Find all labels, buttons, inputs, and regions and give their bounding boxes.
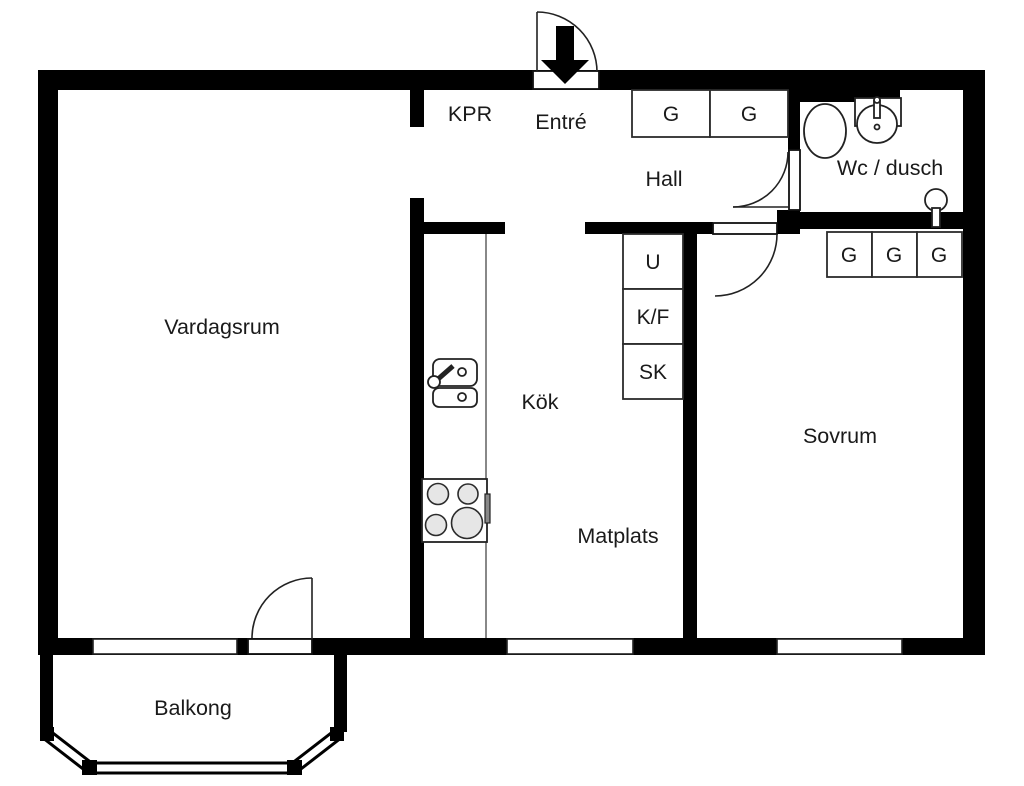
door-swings xyxy=(251,11,789,639)
balcony-door-sill xyxy=(247,638,313,655)
inner-walls xyxy=(410,90,963,638)
wc-door-swing xyxy=(732,151,789,208)
kitchen-top-wall xyxy=(410,222,505,234)
wardrobe-label-hall-1: G xyxy=(663,103,679,126)
entrance-door-swing xyxy=(536,11,598,73)
entrance-arrow-icon xyxy=(541,26,589,84)
windows-and-sills xyxy=(92,70,903,655)
cabinets xyxy=(622,89,963,400)
room-label-wc-dusch: Wc / dusch xyxy=(837,156,943,180)
balcony-wall-left xyxy=(40,655,53,732)
balcony-wall-right xyxy=(334,655,347,732)
room-label-matplats: Matplats xyxy=(577,524,658,548)
outer-wall-right xyxy=(963,70,985,655)
shower-mixer-icon xyxy=(924,188,948,228)
room-label-balkong: Balkong xyxy=(154,696,232,720)
room-label-entre: Entré xyxy=(535,110,586,134)
wardrobe-label-bedroom-1: G xyxy=(841,244,857,267)
wardrobe-label-hall-2: G xyxy=(741,103,757,126)
room-label-vardagsrum: Vardagsrum xyxy=(164,315,280,339)
wardrobe-label-bedroom-3: G xyxy=(931,244,947,267)
kitchen-unit-label-sk: SK xyxy=(639,361,667,384)
wardrobe-hall-2 xyxy=(709,89,789,138)
wardrobe-label-bedroom-2: G xyxy=(886,244,902,267)
wc-thick-wall-top xyxy=(788,70,900,102)
room-label-sovrum: Sovrum xyxy=(803,424,877,448)
hall-bottom-wall xyxy=(585,222,713,234)
kitchen-counter xyxy=(421,234,491,638)
kitchen-unit-label-kf: K/F xyxy=(637,306,670,329)
hall-wc-wall xyxy=(788,90,800,152)
room-label-hall: Hall xyxy=(645,167,682,191)
kitchen-unit-label-u: U xyxy=(645,251,660,274)
kpr-wall-stub xyxy=(410,90,424,127)
kitchen-bedroom-wall xyxy=(683,222,697,638)
toilet-icon xyxy=(803,103,847,159)
window-bedroom xyxy=(776,638,903,655)
outer-wall-top xyxy=(38,70,985,90)
wc-door-sill xyxy=(788,149,801,211)
outer-wall-left xyxy=(38,70,58,655)
bedroom-door-swing xyxy=(714,233,778,297)
bathroom-fixtures xyxy=(803,96,948,228)
kitchen-unit-cupboard xyxy=(622,343,684,400)
balcony-structure xyxy=(40,655,347,775)
balcony-railing xyxy=(40,727,344,775)
sink-icon xyxy=(854,96,902,144)
kitchen-unit-oven xyxy=(622,233,684,290)
wardrobe-bedroom-3 xyxy=(916,231,963,278)
window-matplats xyxy=(506,638,634,655)
wardrobe-hall-1 xyxy=(631,89,711,138)
kitchen-unit-fridge-freezer xyxy=(622,288,684,345)
window-living-room xyxy=(92,638,238,655)
stove-icon xyxy=(421,478,491,543)
wc-bottom-wall xyxy=(788,212,963,229)
balcony-door-swing xyxy=(251,577,313,639)
kitchen-sink-icon xyxy=(427,358,478,408)
room-label-kpr: KPR xyxy=(448,102,492,126)
wardrobe-bedroom-1 xyxy=(826,231,873,278)
livingroom-kitchen-wall xyxy=(410,198,424,638)
room-label-kok: Kök xyxy=(521,390,558,414)
bedroom-door-sill xyxy=(712,222,778,235)
